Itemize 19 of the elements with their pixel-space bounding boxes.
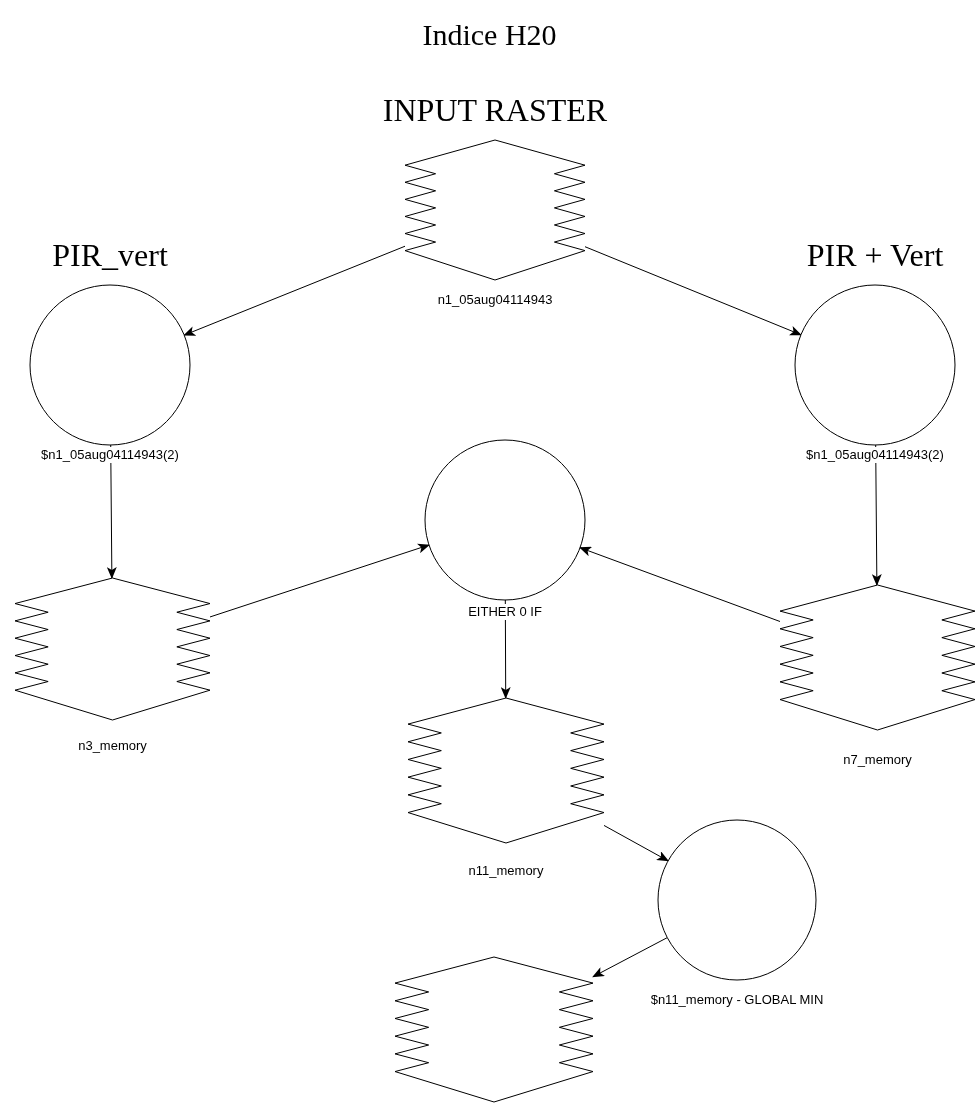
node-heading: PIR_vert <box>52 237 168 273</box>
arrow <box>106 444 117 579</box>
arrow <box>579 546 781 622</box>
node-caption: $n1_05aug04114943(2) <box>805 447 945 463</box>
arrow <box>603 824 669 862</box>
node-caption: n1_05aug04114943 <box>436 292 554 308</box>
arrow <box>209 543 430 618</box>
arrow <box>871 444 882 586</box>
node-caption: n3_memory <box>77 738 148 754</box>
node-caption: n7_memory <box>842 752 913 768</box>
node-caption: $n11_memory - GLOBAL MIN <box>649 992 825 1008</box>
arrow <box>592 937 668 978</box>
node-heading: INPUT RASTER <box>382 92 608 128</box>
arrow <box>584 246 802 336</box>
node-caption: $n1_05aug04114943(2) <box>40 447 180 463</box>
node-caption: n11_memory <box>467 863 545 879</box>
diagram-title: Indice H20 <box>421 18 558 52</box>
node-caption: EITHER 0 IF <box>467 604 543 620</box>
node-heading: PIR + Vert <box>806 237 944 273</box>
